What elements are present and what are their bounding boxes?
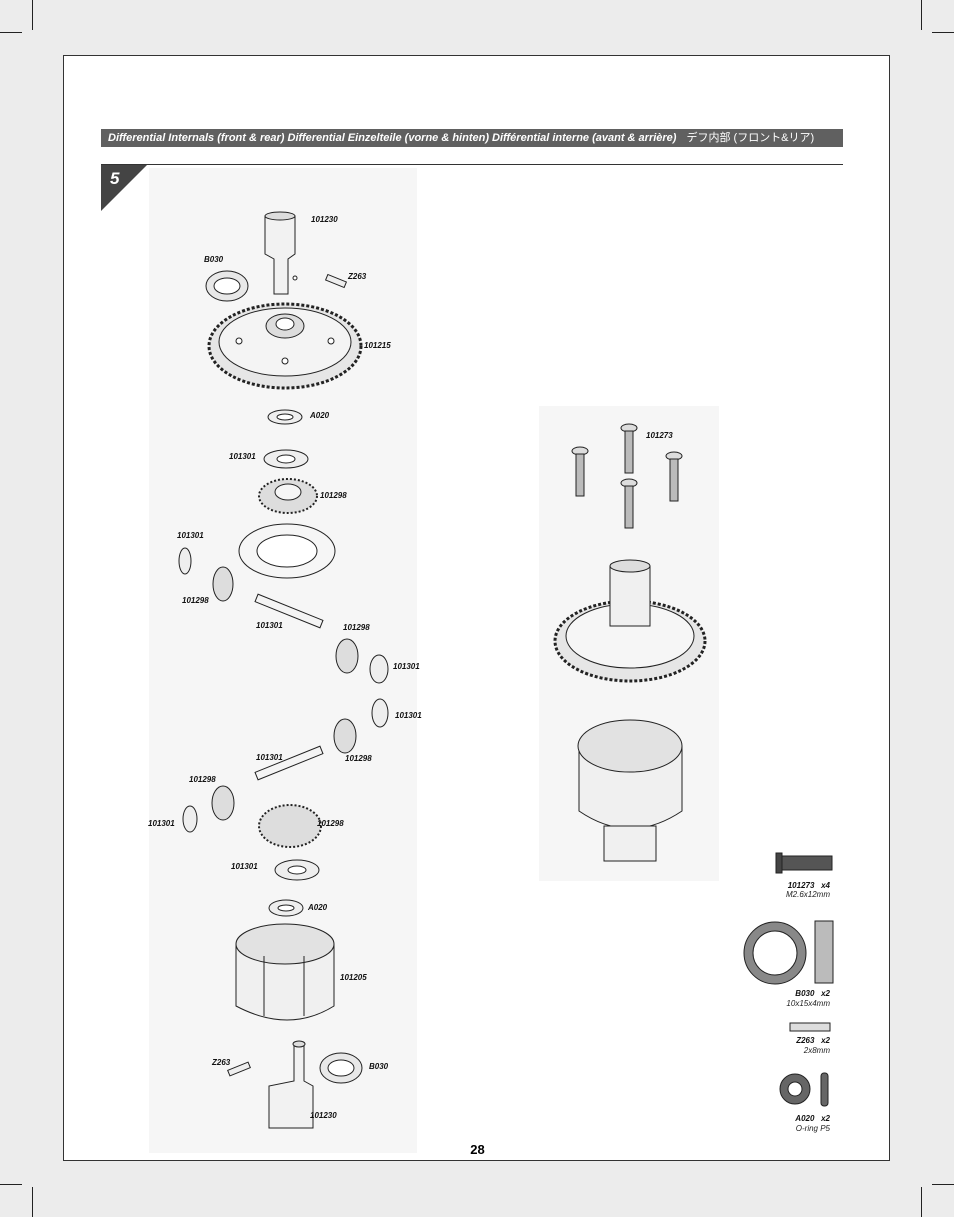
assembly-illustration bbox=[178, 211, 834, 1129]
legend-size-oring: O-ring P5 bbox=[795, 1124, 830, 1133]
label-washer-4: 101301 bbox=[395, 711, 422, 720]
assembled-ring-gear bbox=[553, 559, 707, 683]
label-pin-bottom: Z263 bbox=[212, 1058, 231, 1067]
label-oring-bottom: A020 bbox=[308, 903, 328, 912]
step-number: 5 bbox=[110, 169, 120, 188]
label-pin-top: Z263 bbox=[348, 272, 367, 281]
label-gear-5: 101298 bbox=[189, 775, 216, 784]
screw-icon bbox=[775, 852, 833, 874]
crop-mark bbox=[32, 0, 33, 30]
crop-mark bbox=[32, 1187, 33, 1217]
crop-mark bbox=[932, 1184, 954, 1185]
divider bbox=[101, 164, 843, 165]
label-washer-3: 101301 bbox=[393, 662, 420, 671]
label-bearing-bottom: B030 bbox=[369, 1062, 389, 1071]
legend-size-bearing: 10x15x4mm bbox=[786, 999, 830, 1008]
legend-code-oring: A020 x2 bbox=[795, 1114, 830, 1123]
crop-mark bbox=[0, 1184, 22, 1185]
label-outdrive-bottom: 101230 bbox=[310, 1111, 337, 1120]
label-ring-gear: 101215 bbox=[364, 341, 391, 350]
label-shaft-1: 101301 bbox=[256, 621, 283, 630]
oring-icon bbox=[779, 1072, 829, 1107]
section-title-jp: デフ内部 (フロント&リア) bbox=[686, 132, 815, 144]
label-gear-1: 101298 bbox=[320, 491, 347, 500]
crop-mark bbox=[921, 0, 922, 30]
label-washer-2: 101301 bbox=[177, 531, 204, 540]
pin-top bbox=[324, 273, 348, 289]
legend-size-pin: 2x8mm bbox=[803, 1046, 830, 1055]
section-banner: Differential Internals (front & rear) Di… bbox=[101, 129, 843, 147]
legend-code-pin: Z263 x2 bbox=[796, 1036, 830, 1045]
ring-gear bbox=[207, 302, 363, 390]
crop-mark bbox=[921, 1187, 922, 1217]
legend-code-bearing: B030 x2 bbox=[795, 989, 830, 998]
outdrive-top bbox=[264, 211, 298, 295]
label-outdrive-top: 101230 bbox=[311, 215, 338, 224]
bearing-icon bbox=[743, 920, 834, 985]
screws-group bbox=[571, 423, 683, 529]
legend-code-screw: 101273 x4 bbox=[787, 881, 830, 890]
label-diff-case: 101205 bbox=[340, 973, 367, 982]
label-washer-5: 101301 bbox=[148, 819, 175, 828]
label-bearing-top: B030 bbox=[204, 255, 224, 264]
label-gear-4: 101298 bbox=[345, 754, 372, 763]
assembled-diff-case bbox=[577, 719, 683, 862]
label-gear-6: 101298 bbox=[317, 819, 344, 828]
section-title: Differential Internals (front & rear) Di… bbox=[108, 132, 677, 144]
label-washer-1: 101301 bbox=[229, 452, 256, 461]
label-gear-3: 101298 bbox=[343, 623, 370, 632]
manual-page: Differential Internals (front & rear) Di… bbox=[63, 55, 890, 1161]
pin-icon bbox=[789, 1022, 831, 1032]
bearing-top bbox=[205, 270, 249, 302]
page-number: 28 bbox=[470, 1142, 485, 1157]
label-gear-2: 101298 bbox=[182, 596, 209, 605]
label-shaft-2: 101301 bbox=[256, 753, 283, 762]
legend-size-screw: M2.6x12mm bbox=[785, 890, 830, 899]
crop-mark bbox=[932, 32, 954, 33]
crop-mark bbox=[0, 32, 22, 33]
label-screws: 101273 bbox=[646, 431, 673, 440]
label-washer-6: 101301 bbox=[231, 862, 258, 871]
step-badge bbox=[101, 165, 147, 211]
label-oring-top: A020 bbox=[310, 411, 330, 420]
diff-case bbox=[235, 923, 335, 1021]
